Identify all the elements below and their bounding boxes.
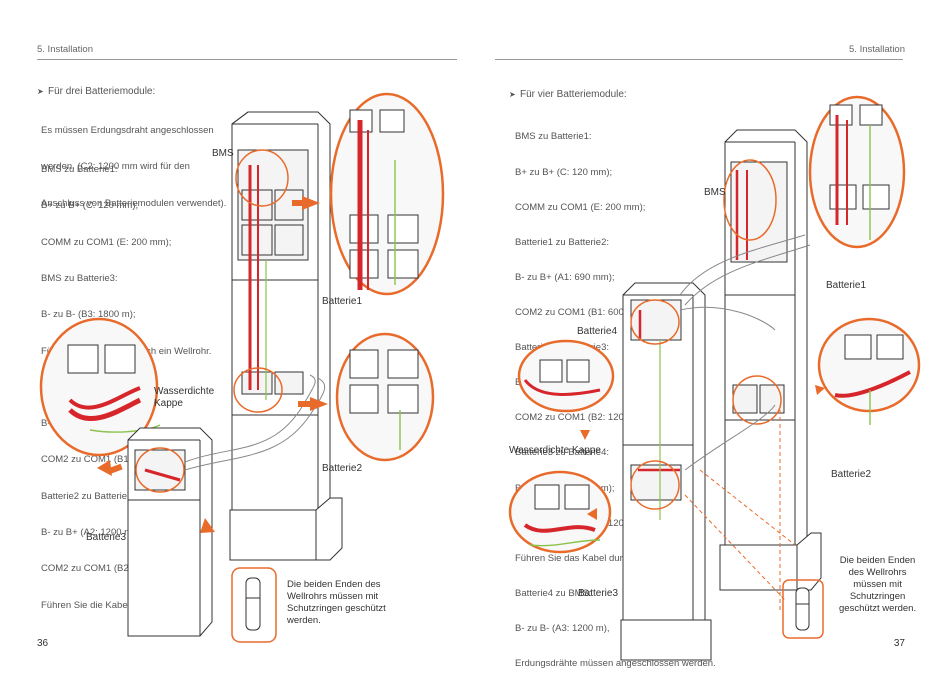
page-header: 5. Installation	[849, 44, 905, 55]
label-batterie1: Batterie1	[322, 296, 363, 307]
section-title: ➤Für vier Batteriemodule:	[509, 89, 627, 100]
arrow-bullet-icon: ➤	[37, 87, 44, 96]
label-batterie1: Batterie1	[826, 280, 867, 291]
right-bms-panel	[730, 161, 788, 263]
page-right: 5. Installation ➤Für vier Batteriemodule…	[475, 0, 950, 669]
zoom-bms	[808, 95, 906, 249]
section-title: ➤Für drei Batteriemodule:	[37, 86, 156, 97]
conduit-end-box	[231, 567, 277, 643]
three-module-installation-diagram	[39, 92, 445, 643]
arrow-bullet-icon: ➤	[509, 90, 516, 99]
conduit-note: Die beiden Enden des Wellrohrs müssen mi…	[839, 555, 917, 614]
label-batterie2: Batterie2	[322, 463, 363, 474]
label-batterie3: Batterie3	[578, 588, 619, 599]
zoom-batterie1	[817, 317, 921, 413]
header-rule	[495, 59, 903, 60]
zoom-batterie4	[517, 339, 615, 413]
conduit-end-box	[782, 579, 824, 639]
label-bms: BMS	[212, 148, 234, 159]
label-waterproof-cap: Wasserdichte Kappe	[154, 386, 215, 409]
label-batterie2: Batterie2	[831, 469, 872, 480]
conduit-note: Die beiden Enden des Wellrohrs müssen mi…	[287, 579, 386, 626]
header-rule	[37, 59, 457, 60]
page-number: 36	[37, 638, 49, 649]
page-left: 5. Installation ➤Für drei Batteriemodule…	[0, 0, 475, 667]
intro-text: Es müssen Erdungsdraht angeschlossen wer…	[41, 125, 227, 209]
page-number: 37	[893, 638, 905, 649]
label-bms: BMS	[704, 187, 726, 198]
label-batterie4: Batterie4	[577, 326, 618, 337]
label-waterproof-cap: Wasserdichte Kappe	[509, 445, 601, 456]
four-module-installation-diagram	[508, 95, 921, 661]
page-header: 5. Installation	[37, 44, 93, 55]
label-batterie3: Batterie3	[86, 532, 127, 543]
